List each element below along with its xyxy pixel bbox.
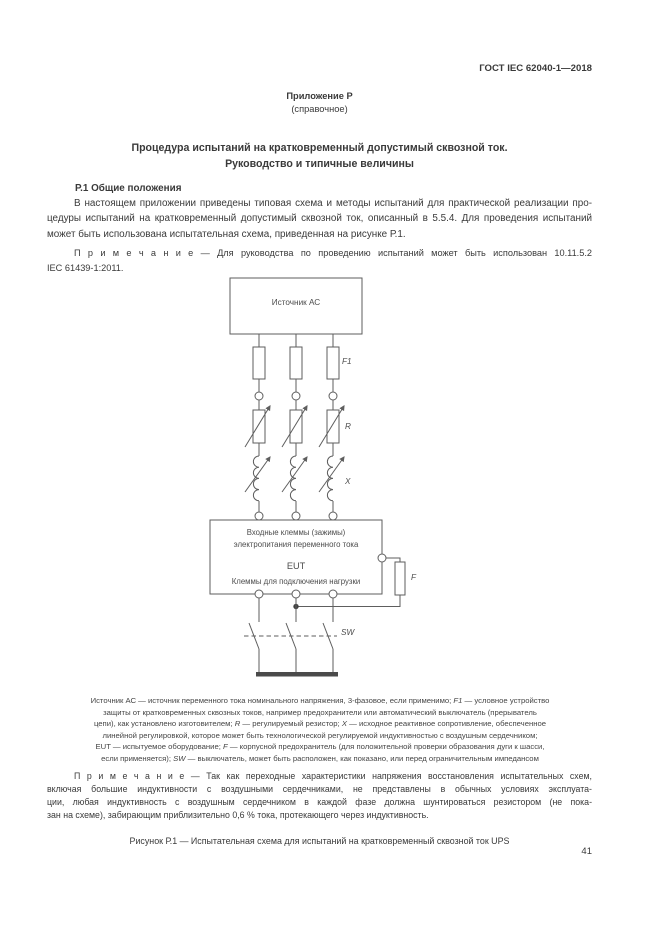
- reactance-label: X: [344, 477, 351, 486]
- terminal-circle: [291, 391, 301, 401]
- fuse-f-symbol: [394, 561, 406, 596]
- inductor-arrow: [318, 456, 345, 493]
- phase-a-branch: [244, 334, 271, 512]
- wire: [386, 557, 401, 562]
- eut-output-terminal: [291, 589, 301, 599]
- doc-number: ГОСТ IEC 62040-1—2018: [479, 63, 592, 74]
- variable-resistor-symbol: [252, 409, 266, 444]
- variable-inductor-symbol: [252, 455, 260, 502]
- figure-legend: Источник АС — источник переменного тока …: [90, 696, 550, 763]
- inductor-arrow: [244, 456, 271, 493]
- terminal-circle: [328, 391, 338, 401]
- fuse-f1-symbol: [326, 346, 340, 380]
- fuse-f-label: F: [411, 573, 417, 582]
- eut-chassis-terminal: [377, 553, 387, 563]
- inductor-arrow: [281, 456, 308, 493]
- ac-source-box: [229, 277, 363, 335]
- eut-input-terminal: [254, 511, 264, 521]
- title-line-1: Процедура испытаний на кратковременный д…: [131, 142, 508, 154]
- figure-caption: Рисунок Р.1 — Испытательная схема для ис…: [129, 836, 510, 846]
- eut-input-terminal: [291, 511, 301, 521]
- variable-inductor-symbol: [326, 455, 334, 502]
- variable-resistor-symbol: [289, 409, 303, 444]
- resistor-label: R: [345, 422, 351, 431]
- ac-source-label: Источник АС: [272, 298, 321, 307]
- paragraph-general: В настоящем приложении приведены типовая…: [47, 198, 592, 240]
- page-number: 41: [581, 846, 592, 857]
- wire: [298, 595, 401, 607]
- eut-input-label-2: электропитания переменного тока: [234, 540, 359, 549]
- eut-output-label: Клеммы для подключения нагрузки: [232, 577, 361, 586]
- switch-label: SW: [341, 628, 355, 637]
- resistor-arrow: [281, 405, 308, 448]
- note-paragraph: П р и м е ч а н и е — Для руководства по…: [47, 248, 592, 273]
- fuse-f1-label: F1: [342, 357, 352, 366]
- fuse-f1-symbol: [252, 346, 266, 380]
- short-circuit-bar: [256, 672, 338, 677]
- eut-output-terminal: [254, 589, 264, 599]
- terminal-circle: [254, 391, 264, 401]
- figure-r1-diagram: Источник АС: [209, 277, 417, 677]
- title-line-2: Руководство и типичные величины: [225, 157, 414, 170]
- page-title: Процедура испытаний на кратковременный д…: [47, 141, 592, 172]
- eut-input-label-1: Входные клеммы (зажимы): [247, 528, 346, 537]
- eut-output-terminal: [328, 589, 338, 599]
- eut-input-terminal: [328, 511, 338, 521]
- chassis-fuse-branch: F: [298, 557, 417, 607]
- resistor-arrow: [318, 405, 345, 448]
- appendix-heading: Приложение Р: [286, 91, 353, 101]
- eut-label: EUT: [287, 561, 306, 571]
- fuse-f1-symbol: [289, 346, 303, 380]
- switch-sw: SW: [244, 598, 355, 672]
- phase-b-branch: [281, 334, 308, 512]
- variable-inductor-symbol: [289, 455, 297, 502]
- appendix-type: (справочное): [291, 103, 348, 114]
- variable-resistor-symbol: [326, 409, 340, 444]
- figure-note: П р и м е ч а н и е — Так как переходные…: [47, 771, 592, 820]
- resistor-arrow: [244, 405, 271, 448]
- phase-c-branch: [318, 334, 345, 512]
- section-heading: Р.1 Общие положения: [75, 183, 182, 194]
